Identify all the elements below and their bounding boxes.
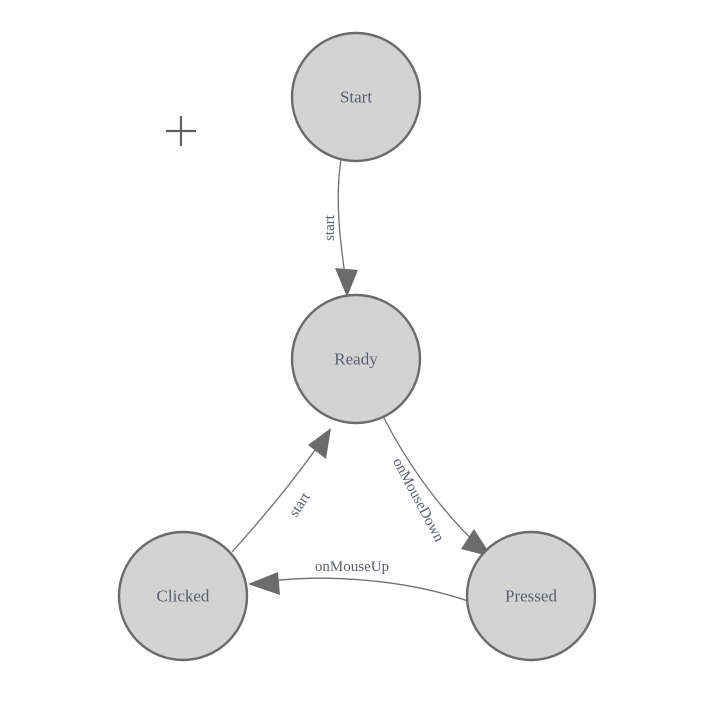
- edge-pressed-to-clicked: [248, 572, 469, 602]
- node-ready[interactable]: Ready: [290, 293, 422, 425]
- node-pressed-circle[interactable]: [465, 530, 597, 662]
- crosshair-icon: [166, 116, 196, 146]
- node-pressed[interactable]: Pressed: [465, 530, 597, 662]
- node-clicked-label: Clicked: [157, 587, 210, 606]
- node-start[interactable]: Start: [290, 31, 422, 163]
- arrow-head-pressed-upper-left: [461, 529, 492, 557]
- edge-clicked-to-ready: [231, 428, 331, 553]
- node-start-label: Start: [340, 88, 372, 107]
- arrow-head-ready-top: [335, 268, 358, 297]
- arrow-head-clicked-right: [248, 572, 280, 595]
- node-pressed-label: Pressed: [505, 587, 557, 606]
- edge-ready-to-pressed: [381, 413, 492, 557]
- edge-label-start-to-ready: start: [322, 214, 338, 241]
- edge-label-ready-to-pressed: onMouseDown: [389, 455, 447, 545]
- node-clicked[interactable]: Clicked: [117, 530, 249, 662]
- node-ready-label: Ready: [334, 350, 378, 369]
- node-clicked-circle[interactable]: [117, 530, 249, 662]
- edge-label-clicked-to-ready: start: [286, 489, 314, 520]
- node-start-circle[interactable]: [290, 31, 422, 163]
- edge-label-pressed-to-clicked: onMouseUp: [315, 559, 389, 575]
- edge-start-to-ready: [335, 158, 358, 297]
- node-ready-circle[interactable]: [290, 293, 422, 425]
- arrow-head-ready-lower-left: [308, 428, 331, 459]
